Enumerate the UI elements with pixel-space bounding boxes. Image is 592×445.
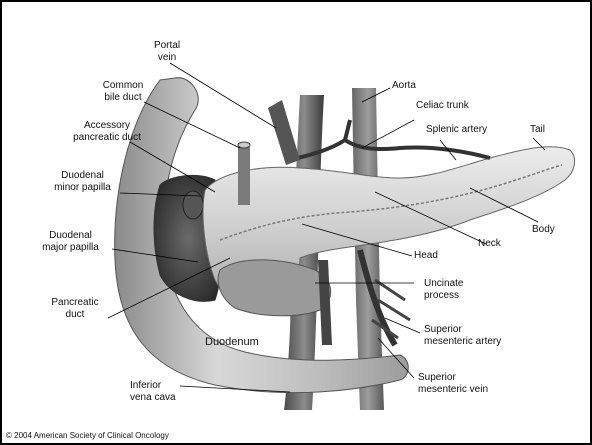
copyright-caption: © 2004 American Society of Clinical Onco… xyxy=(6,430,169,442)
portal-vein-vessel xyxy=(268,100,300,165)
label-aorta: Aorta xyxy=(392,80,416,92)
common-bile-duct-vessel xyxy=(238,142,250,205)
label-body: Body xyxy=(532,224,555,236)
label-celiac-trunk: Celiac trunk xyxy=(416,100,469,112)
label-head: Head xyxy=(414,250,438,262)
label-duodenum: Duodenum xyxy=(205,336,259,348)
label-splenic-artery: Splenic artery xyxy=(426,124,487,136)
label-tail: Tail xyxy=(530,124,545,136)
label-neck: Neck xyxy=(478,238,501,250)
